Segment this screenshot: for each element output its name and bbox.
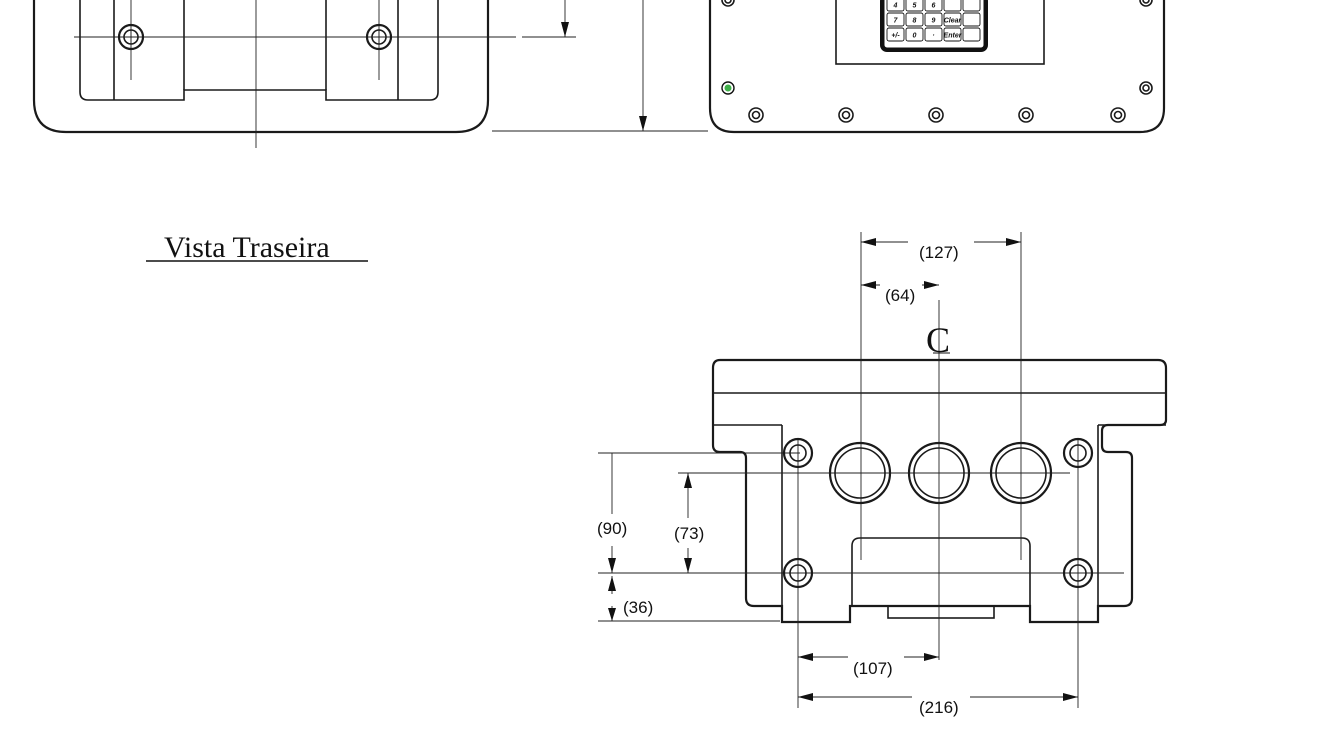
keypad-key — [886, 27, 905, 42]
screw-hole-left — [117, 23, 145, 51]
dimension-64-label: (64) — [885, 286, 915, 305]
mounting-hole — [1062, 557, 1094, 589]
front-bolt — [748, 107, 764, 123]
keypad-key — [924, 0, 943, 12]
keypad-key-label: 9 — [932, 18, 936, 25]
side-view — [32, 0, 708, 148]
keypad-key-label: Clear — [944, 18, 963, 25]
keypad-key — [886, 12, 905, 27]
mounting-hole — [782, 557, 814, 589]
cable-gland-right — [989, 441, 1053, 505]
keypad-key — [905, 27, 924, 42]
keypad-key-label: · — [932, 33, 934, 40]
cable-gland-left — [828, 441, 892, 505]
keypad-key — [943, 0, 962, 12]
keypad-key — [924, 12, 943, 27]
keypad-key — [962, 0, 981, 12]
dimension-127: (127) — [861, 238, 1021, 262]
front-led — [721, 81, 735, 95]
keypad-key-label: 8 — [913, 18, 917, 25]
dimension-216: (216) — [798, 693, 1078, 717]
dimension-36: (36) — [608, 576, 653, 621]
mounting-hole — [1062, 437, 1094, 469]
dimension-127-label: (127) — [919, 243, 959, 262]
keypad-key-label: 0 — [913, 33, 917, 40]
keypad-key-label: 4 — [893, 3, 898, 10]
keypad-key — [962, 27, 981, 42]
keypad-key — [962, 12, 981, 27]
front-bolt — [1018, 107, 1034, 123]
keypad: 4 5 6 7 8 9 Clear +/- 0 · Enter — [880, 0, 988, 52]
keypad-key — [924, 27, 943, 42]
front-bolt — [838, 107, 854, 123]
keypad-key — [943, 27, 962, 42]
front-view: 4 5 6 7 8 9 Clear +/- 0 · Enter — [708, 0, 1166, 134]
view-title: Vista Traseira — [164, 231, 330, 264]
dimension-90: (90) — [597, 453, 627, 573]
dimension-64: (64) — [861, 281, 939, 305]
keypad-key — [886, 0, 905, 12]
dimension-216-label: (216) — [919, 698, 959, 717]
dimension-90-label: (90) — [597, 519, 627, 538]
dimension-36-label: (36) — [623, 598, 653, 617]
keypad-key-label: Enter — [944, 33, 963, 40]
keypad-key — [905, 0, 924, 12]
centerline-symbol: C — [926, 320, 950, 360]
keypad-key-label: 7 — [894, 18, 899, 25]
keypad-key-label: 6 — [932, 3, 936, 10]
keypad-key — [905, 12, 924, 27]
dimension-107: (107) — [798, 653, 939, 678]
dimension-73-label: (73) — [674, 524, 704, 543]
cable-gland-center — [907, 441, 971, 505]
screw-hole-right — [365, 23, 393, 51]
front-bolt — [1110, 107, 1126, 123]
rear-view: C (127) (64) (90) — [597, 232, 1168, 717]
front-bolt — [1139, 81, 1153, 95]
front-bolt — [928, 107, 944, 123]
front-bolt — [1139, 0, 1153, 7]
mounting-hole — [782, 437, 814, 469]
dimension-107-label: (107) — [853, 659, 893, 678]
front-bolt — [721, 0, 735, 7]
dimension-73: (73) — [674, 473, 704, 573]
keypad-key-label: +/- — [891, 33, 900, 40]
keypad-key-label: 5 — [913, 3, 917, 10]
keypad-key — [943, 12, 962, 27]
